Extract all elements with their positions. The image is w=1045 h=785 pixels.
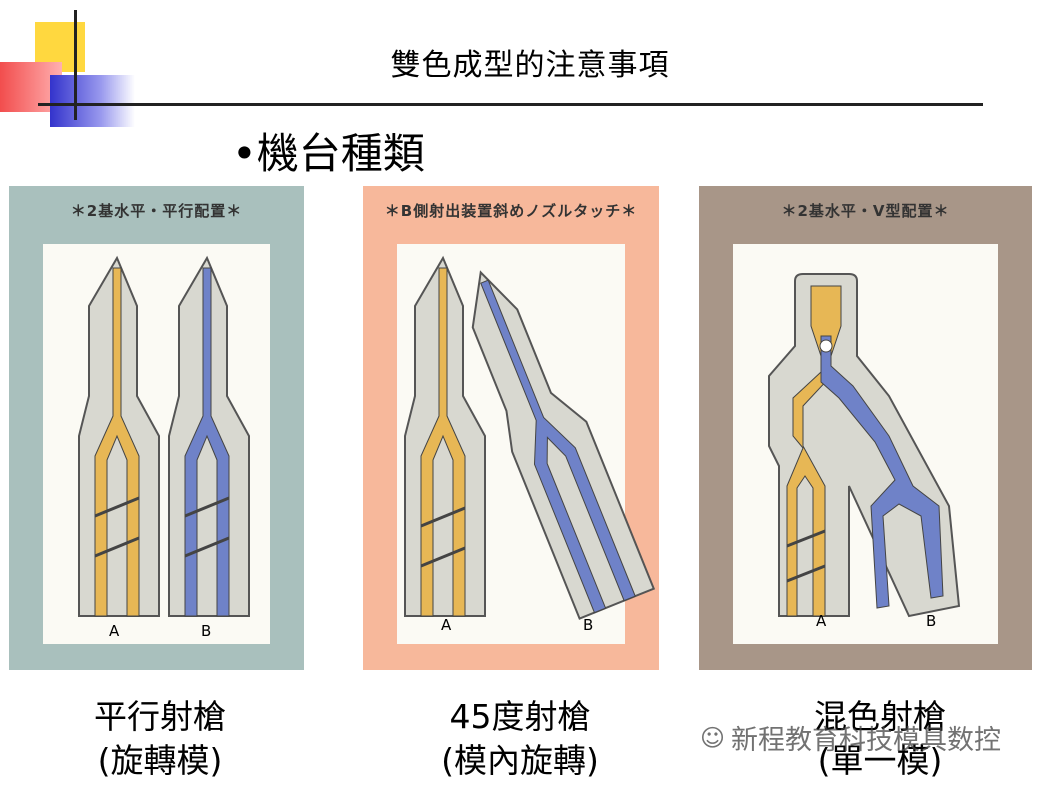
nozzle-label-b: B — [926, 612, 937, 630]
diagram-parallel-nozzles — [78, 255, 250, 617]
caption-line1: 混色射槍 — [814, 697, 946, 736]
panel-label: ＊2基水平・平行配置＊ — [70, 202, 243, 220]
caption-line1: 45度射槍 — [449, 697, 591, 736]
caption-45deg: 45度射槍 (模內旋轉) — [420, 695, 620, 783]
nozzle-label-a: A — [109, 622, 120, 640]
caption-parallel: 平行射槍 (旋轉模) — [70, 695, 250, 783]
nozzle-label-b: B — [583, 616, 594, 634]
caption-line2: (單一模) — [817, 741, 943, 780]
watermark: ☺ 新程教育科技模具数控 — [700, 718, 1001, 757]
caption-line2: (旋轉模) — [97, 741, 223, 780]
nozzle-label-a: A — [816, 612, 827, 630]
nozzle-label-b: B — [201, 622, 212, 640]
diagram-v-type-nozzle — [768, 273, 961, 618]
deco-horizontal-line — [38, 103, 983, 106]
watermark-text: 新程教育科技模具数控 — [731, 725, 1002, 756]
panel-label: ＊B側射出装置斜めノズルタッチ＊ — [384, 202, 638, 220]
panel-label: ＊2基水平・V型配置＊ — [781, 202, 950, 220]
deco-blue-square — [50, 75, 135, 127]
panel-v-type: ＊2基水平・V型配置＊ A B — [699, 186, 1032, 670]
diagram-angled-nozzles — [404, 255, 656, 620]
page-title: 雙色成型的注意事項 — [390, 48, 670, 83]
panel-parallel: ＊2基水平・平行配置＊ A B — [9, 186, 304, 670]
deco-vertical-line — [74, 10, 77, 120]
caption-mixed: 混色射槍 (單一模) — [790, 695, 970, 783]
bullet-machine-types: •機台種類 — [232, 129, 425, 178]
wechat-icon: ☺ — [700, 723, 726, 752]
caption-line1: 平行射槍 — [94, 697, 226, 736]
nozzle-label-a: A — [441, 616, 452, 634]
panel-angled: ＊B側射出装置斜めノズルタッチ＊ A B — [363, 186, 659, 670]
caption-line2: (模內旋轉) — [441, 741, 599, 780]
